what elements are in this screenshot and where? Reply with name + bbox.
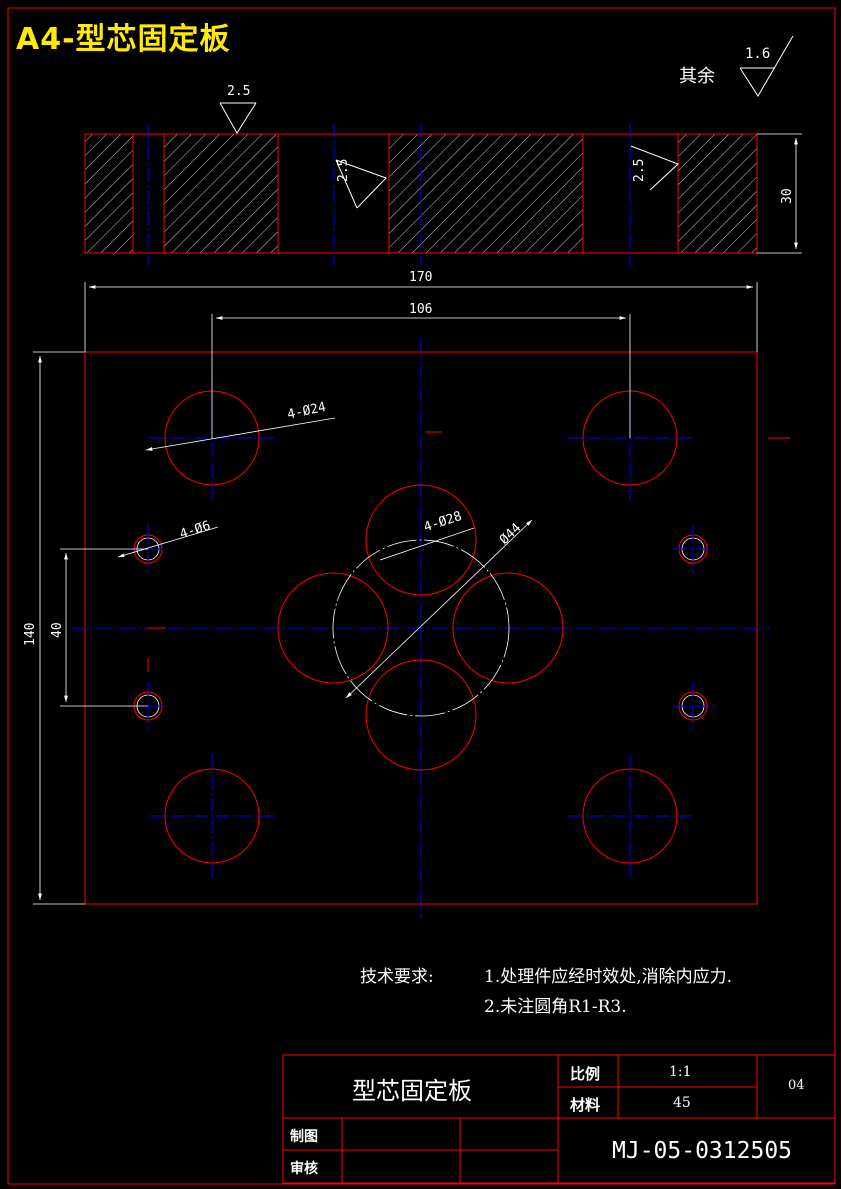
title-block-material-label: 材料 [570, 1096, 601, 1114]
dim-pin-spacing: 40 [50, 622, 65, 638]
dim-width: 170 [409, 270, 433, 285]
section-hatch-2 [164, 134, 278, 253]
roughness-bore-value-2: 2.5 [632, 158, 647, 182]
section-hatch-4 [678, 134, 757, 253]
section-view [84, 124, 802, 265]
section-hatch-3 [389, 134, 583, 253]
holes-24 [164, 390, 678, 864]
title-block-material-value: 45 [673, 1095, 691, 1111]
drawing-title: A4-型芯固定板 [16, 22, 231, 57]
roughness-bore-value-1: 2.5 [336, 158, 351, 182]
dim-hole-spacing: 106 [409, 302, 433, 317]
title-block-drawn-label: 制图 [290, 1129, 318, 1145]
section-hatch-1 [85, 134, 133, 253]
tech-requirement-1: 1.处理件应经时效处,消除内应力. [484, 967, 733, 987]
tech-requirement-2: 2.未注圆角R1-R3. [484, 997, 627, 1017]
title-block [282, 1054, 836, 1184]
roughness-other-label: 其余 [679, 66, 715, 87]
dim-height: 140 [23, 622, 38, 646]
title-block-checked-label: 审核 [290, 1161, 318, 1177]
dim-thickness: 30 [780, 188, 795, 204]
plan-view [33, 282, 790, 918]
title-block-drawing-no: MJ-05-0312505 [612, 1138, 793, 1164]
roughness-symbols [219, 35, 794, 209]
title-block-sheet-no: 04 [788, 1078, 805, 1093]
sheet-border [7, 7, 836, 1185]
roughness-top-value: 2.5 [227, 84, 251, 99]
tech-requirements-heading: 技术要求: [360, 967, 434, 987]
roughness-other-value: 1.6 [745, 46, 771, 62]
title-block-scale-label: 比例 [570, 1065, 601, 1083]
title-block-scale-value: 1:1 [669, 1064, 692, 1080]
title-block-part-name: 型芯固定板 [352, 1077, 472, 1105]
